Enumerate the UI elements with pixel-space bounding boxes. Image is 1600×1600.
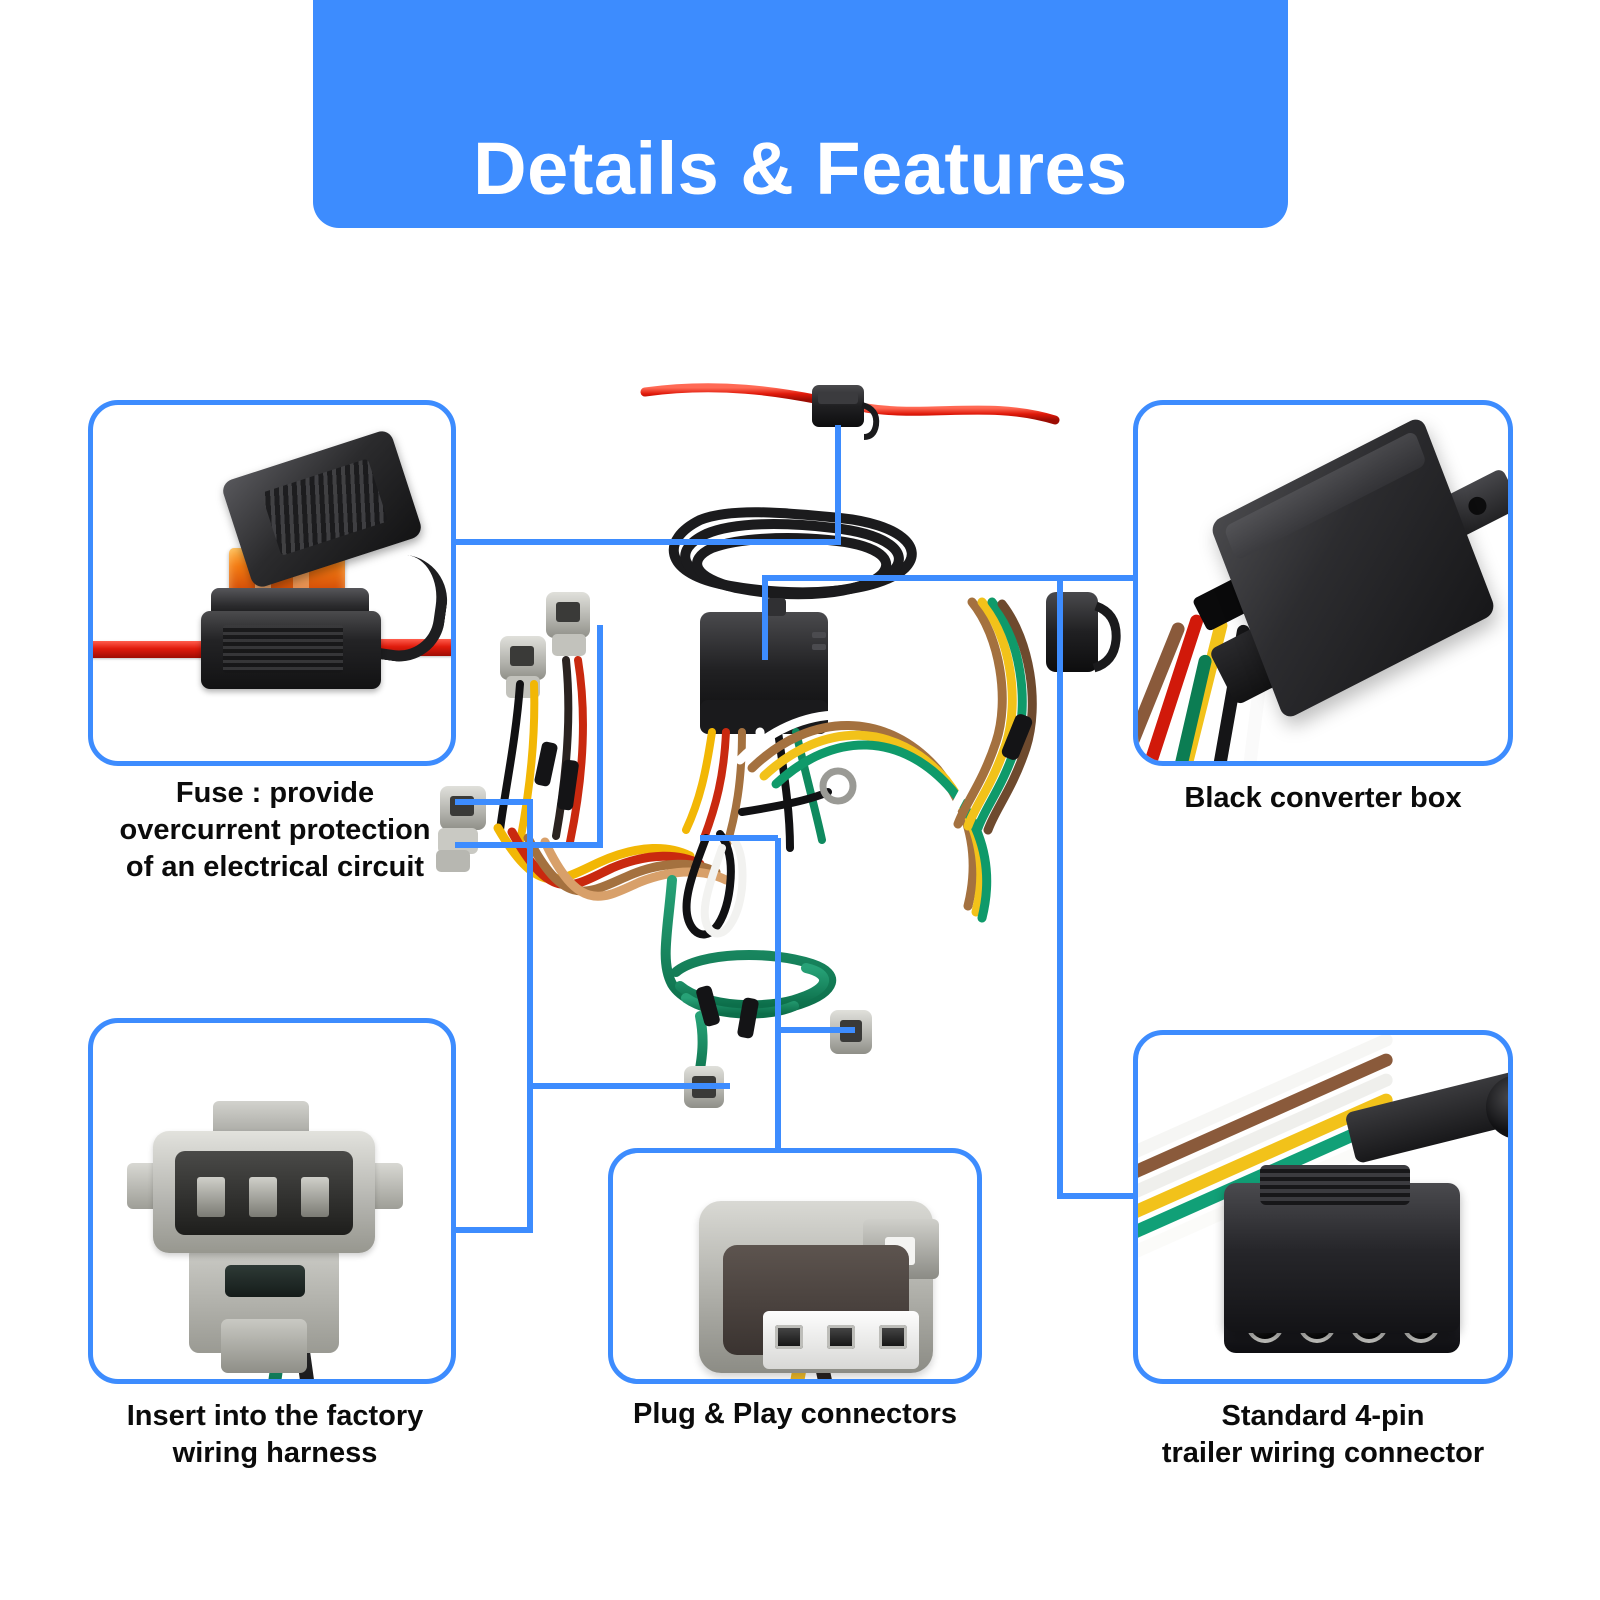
plug-and-play-photo	[613, 1153, 977, 1379]
caption-converter: Black converter box	[1123, 780, 1523, 817]
caption-four-pin: Standard 4-pin trailer wiring connector	[1113, 1398, 1533, 1472]
connector-shell	[153, 1131, 375, 1253]
page-title: Details & Features	[473, 127, 1128, 210]
caption-factory-harness: Insert into the factory wiring harness	[60, 1398, 490, 1472]
factory-harness-photo	[93, 1023, 451, 1379]
header-banner: Details & Features	[313, 0, 1288, 228]
pnp-connector-shell	[699, 1201, 939, 1373]
caption-fuse-line-1: Fuse : provide	[175, 777, 375, 809]
four-pin-photo	[1138, 1035, 1508, 1379]
pnp-terminal-block	[763, 1311, 919, 1369]
connector-pin-1	[197, 1177, 225, 1217]
fourpin-grip-ridges	[1260, 1165, 1410, 1205]
fuse-holder-body	[201, 611, 381, 689]
fourpin-grommet	[1486, 1075, 1508, 1139]
callout-fuse	[88, 400, 456, 766]
callout-converter	[1133, 400, 1513, 766]
connector-lock-tab	[221, 1319, 307, 1373]
caption-fuse-line-3: of an electrical circuit	[125, 851, 425, 884]
pnp-socket-2	[827, 1325, 855, 1349]
pnp-socket-1	[775, 1325, 803, 1349]
callout-factory-harness	[88, 1018, 456, 1384]
pnp-cavity	[723, 1245, 919, 1369]
pnp-socket-3	[879, 1325, 907, 1349]
connector-pin-3	[301, 1177, 329, 1217]
callout-four-pin	[1133, 1030, 1513, 1384]
caption-pnp-line-1: Plug & Play connectors	[633, 1398, 957, 1430]
caption-factory-line-1: Insert into the factory	[126, 1400, 424, 1432]
red-wire-right	[373, 639, 451, 656]
caption-plug-and-play: Plug & Play connectors	[585, 1396, 1005, 1433]
caption-fourpin-line-2: trailer wiring connector	[1161, 1437, 1485, 1470]
connector-cavity	[175, 1151, 353, 1235]
connector-pin-2	[249, 1177, 277, 1217]
caption-converter-line-1: Black converter box	[1184, 782, 1462, 814]
caption-fourpin-line-1: Standard 4-pin	[1221, 1400, 1425, 1432]
converter-photo	[1138, 405, 1508, 761]
caption-fuse-line-2: overcurrent protection	[119, 814, 431, 847]
connector-base-slot	[225, 1265, 305, 1297]
callout-plug-and-play	[608, 1148, 982, 1384]
fuse-photo	[93, 405, 451, 761]
fourpin-body	[1224, 1165, 1460, 1333]
caption-fuse: Fuse : provide overcurrent protection of…	[70, 775, 480, 886]
caption-factory-line-2: wiring harness	[172, 1437, 378, 1470]
